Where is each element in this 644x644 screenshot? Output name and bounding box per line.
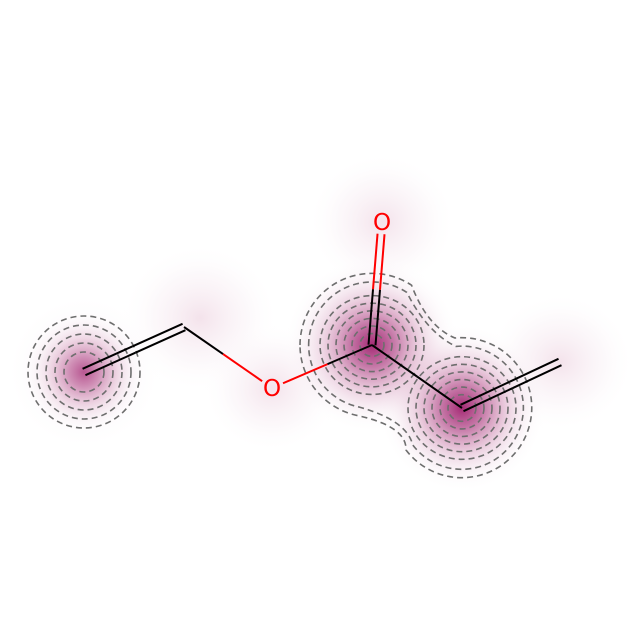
contour-ring-0-4 bbox=[351, 325, 393, 365]
atom-label-layer: OO bbox=[263, 210, 391, 402]
contour-ring-1-2 bbox=[423, 371, 501, 445]
contour-c1-2 bbox=[45, 333, 123, 411]
bond-C4-C5-line0a bbox=[460, 380, 510, 406]
contour-ring-1-3 bbox=[431, 378, 493, 438]
atom-label-o1: O bbox=[263, 376, 281, 402]
contour-c1-1 bbox=[36, 324, 132, 420]
bond-C1-C2-line0b bbox=[132, 322, 183, 348]
bond-layer bbox=[82, 233, 562, 413]
contour-ring-1-5 bbox=[447, 393, 477, 423]
bond-C4-C5-line0b bbox=[509, 357, 559, 383]
contour-c1-0 bbox=[27, 315, 141, 429]
bond-O1-C3-line0a bbox=[282, 363, 328, 385]
contour-c3c4-1 bbox=[307, 281, 525, 471]
heat-halo-o2 bbox=[307, 152, 457, 292]
bond-C3-C4-line0a bbox=[371, 344, 418, 378]
contour-ring-0-0 bbox=[319, 294, 425, 396]
bond-C2-O1-line0a bbox=[183, 326, 224, 355]
bond-C3-O2-line1a bbox=[374, 289, 381, 346]
heat-blob-c1 bbox=[24, 312, 144, 432]
bond-C2-O1-line0b bbox=[222, 353, 263, 382]
bond-C3-C4-line0b bbox=[416, 375, 463, 409]
contour-ring-1-1 bbox=[415, 363, 509, 453]
bond-C1-C2-line1a bbox=[85, 351, 136, 377]
contour-c1-4 bbox=[63, 351, 105, 393]
contour-ring-1-4 bbox=[439, 386, 485, 430]
bond-C4-C5-line1b bbox=[512, 364, 562, 390]
bond-C3-O2-line1b bbox=[379, 234, 386, 290]
contour-ring-0-5 bbox=[359, 332, 385, 358]
contour-ring-1-0 bbox=[407, 355, 517, 461]
atom-label-o2: O bbox=[373, 210, 391, 236]
bond-C3-O2-line0a bbox=[367, 289, 375, 345]
bond-C1-C2-line1b bbox=[135, 329, 186, 354]
bond-C1-C2-line0a bbox=[82, 345, 133, 370]
heatmap-layer bbox=[6, 152, 635, 492]
contour-c3c4-0 bbox=[299, 272, 533, 479]
bond-O1-C3-line0b bbox=[327, 344, 373, 366]
contour-c1-3 bbox=[54, 342, 114, 402]
bond-C4-C5-line1a bbox=[463, 387, 513, 413]
bond-C3-O2-line0b bbox=[372, 233, 379, 290]
contour-ring-0-3 bbox=[343, 317, 401, 373]
contour-layer bbox=[27, 272, 533, 479]
